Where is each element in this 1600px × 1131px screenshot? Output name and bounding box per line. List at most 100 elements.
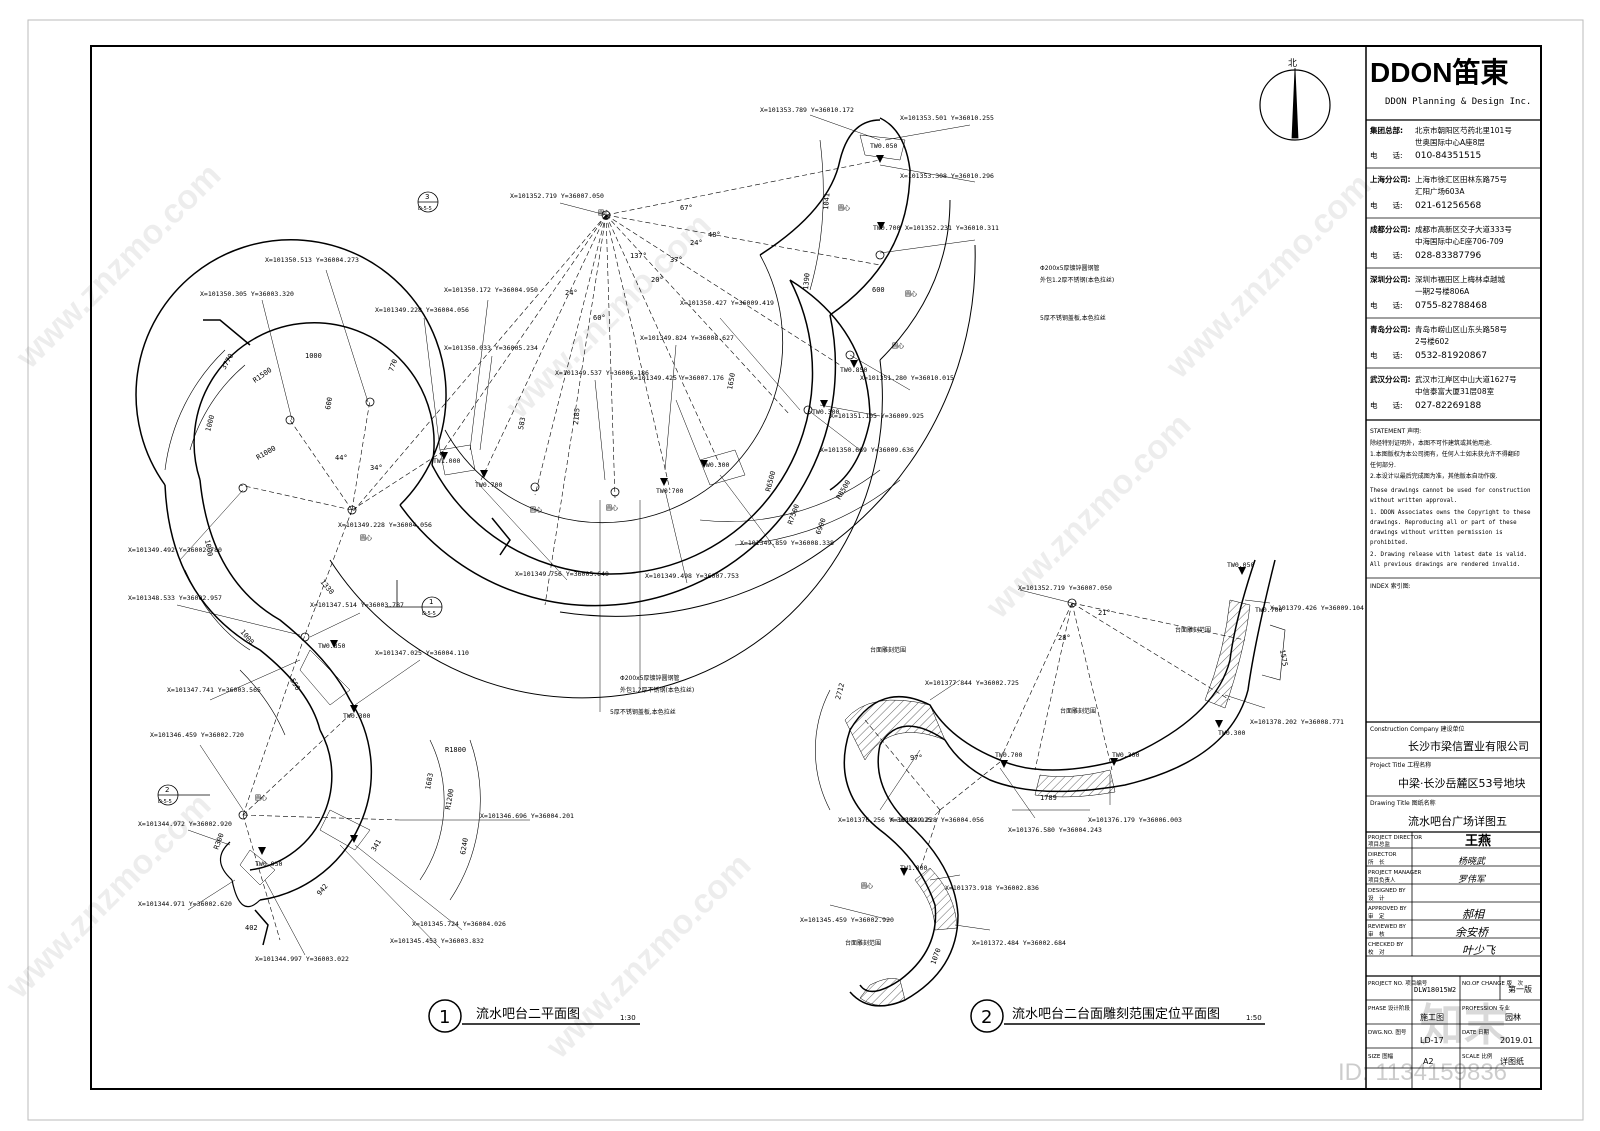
coord-label: X=101349.228 Y=36004.056 xyxy=(338,521,432,529)
roles-table: PROJECT DIRECTOR 项目总监 王燕 DIRECTOR 所 长 杨晓… xyxy=(1368,833,1497,957)
coord-label: X=101351.280 Y=36010.015 xyxy=(860,374,954,382)
svg-text:0755-82788468: 0755-82788468 xyxy=(1415,301,1487,311)
drawing-title: 流水吧台广场详图五 xyxy=(1408,814,1507,828)
svg-text:世奥国际中心A座8层: 世奥国际中心A座8层 xyxy=(1415,137,1485,147)
scale: 详图纸 xyxy=(1500,1056,1524,1066)
svg-text:60°: 60° xyxy=(593,314,606,322)
coord-label: X=101345.453 Y=36003.832 xyxy=(390,937,484,945)
size: A2 xyxy=(1423,1057,1434,1066)
svg-text:TW0.300: TW0.300 xyxy=(343,712,370,720)
svg-text:一期2号楼806A: 一期2号楼806A xyxy=(1415,286,1470,296)
svg-text:21°: 21° xyxy=(1098,609,1111,617)
svg-text:www.znzmo.com: www.znzmo.com xyxy=(1158,166,1378,386)
svg-text:余安桥: 余安桥 xyxy=(1455,926,1490,939)
svg-text:TW0.700: TW0.700 xyxy=(1255,606,1282,614)
svg-text:www.znzmo.com: www.znzmo.com xyxy=(978,406,1198,626)
svg-text:深圳市福田区上梅林卓越城: 深圳市福田区上梅林卓越城 xyxy=(1415,274,1505,284)
svg-text:青岛市崂山区山东头路58号: 青岛市崂山区山东头路58号 xyxy=(1415,324,1507,334)
svg-text:外包1.2厚不锈钢(本色拉丝): 外包1.2厚不锈钢(本色拉丝) xyxy=(1040,276,1114,284)
svg-text:圆心: 圆心 xyxy=(838,205,850,212)
svg-text:王燕: 王燕 xyxy=(1465,833,1491,849)
coord-label: X=101350.427 Y=36009.419 xyxy=(680,299,774,307)
svg-text:PROFESSION 专业: PROFESSION 专业 xyxy=(1462,1004,1510,1012)
coord-label: X=101347.514 Y=36003.787 xyxy=(310,601,404,609)
svg-text:审 定: 审 定 xyxy=(1368,912,1385,920)
svg-text:北京市朝阳区芍药北里101号: 北京市朝阳区芍药北里101号 xyxy=(1415,125,1512,135)
index-mark-1[interactable]: 3 D-5-5 xyxy=(417,191,439,213)
index-label: INDEX 索引图: xyxy=(1370,582,1411,590)
svg-text:任何部分.: 任何部分. xyxy=(1370,461,1396,469)
svg-text:TW0.050: TW0.050 xyxy=(1227,561,1254,569)
svg-text:TW0.700: TW0.700 xyxy=(656,487,683,495)
annotations: Φ200x5厚镀锌圆钢管 外包1.2厚不锈钢(本色拉丝) 5厚不锈钢盖板,本色拉… xyxy=(255,205,1211,947)
svg-text:电 话:: 电 话: xyxy=(1370,250,1403,260)
svg-text:汇阳广场603A: 汇阳广场603A xyxy=(1415,186,1465,196)
coord-label: X=101350.513 Y=36004.273 xyxy=(265,256,359,264)
svg-text:上海分公司:: 上海分公司: xyxy=(1370,174,1411,184)
svg-text:1.本图版权为本公司拥有，任何人士如未获允许不得翻印: 1.本图版权为本公司拥有，任何人士如未获允许不得翻印 xyxy=(1370,450,1520,458)
change-no: 第一版 xyxy=(1508,984,1532,994)
svg-text:583: 583 xyxy=(517,416,527,430)
svg-text:1650: 1650 xyxy=(726,372,737,390)
svg-text:1: 1 xyxy=(429,598,433,606)
svg-text:TW0.300: TW0.300 xyxy=(1112,751,1139,759)
date: 2019.01 xyxy=(1500,1036,1533,1045)
plan1-scale: 1:30 xyxy=(620,1014,636,1022)
index-mark-3[interactable]: 2 D-5-5 xyxy=(157,784,210,806)
svg-text:圆心: 圆心 xyxy=(892,343,904,350)
plan2-geometry xyxy=(815,559,1286,1007)
coord-label: X=101372.484 Y=36002.684 xyxy=(972,939,1066,947)
coord-label: X=101345.724 Y=36004.026 xyxy=(412,920,506,928)
svg-text:NO.OF CHANGE 版 次: NO.OF CHANGE 版 次 xyxy=(1462,979,1524,987)
svg-text:STATEMENT 声明:: STATEMENT 声明: xyxy=(1370,427,1421,435)
svg-text:电 话:: 电 话: xyxy=(1370,350,1403,360)
svg-text:www.znzmo.com: www.znzmo.com xyxy=(538,846,758,1066)
svg-text:1789: 1789 xyxy=(1040,794,1057,802)
svg-text:Construction Company 建设单位: Construction Company 建设单位 xyxy=(1370,725,1465,733)
svg-text:1. DDON Associates owns the Co: 1. DDON Associates owns the Copyright to… xyxy=(1370,510,1531,516)
svg-text:28°: 28° xyxy=(1058,634,1071,642)
coord-label: X=101344.972 Y=36002.920 xyxy=(138,820,232,828)
svg-text:028-83387796: 028-83387796 xyxy=(1415,251,1482,261)
plan1-title-text: 流水吧台二平面图 xyxy=(476,1007,580,1022)
coord-label: X=101349.756 Y=36005.640 xyxy=(515,570,609,578)
svg-text:罗伟军: 罗伟军 xyxy=(1458,874,1487,885)
coord-label: X=101352.719 Y=36007.050 xyxy=(1018,584,1112,592)
svg-text:PHASE 设计阶段: PHASE 设计阶段 xyxy=(1368,1004,1410,1012)
svg-text:杨晓武: 杨晓武 xyxy=(1458,856,1486,867)
coord-label: X=101344.971 Y=36002.620 xyxy=(138,900,232,908)
svg-text:深圳分公司:: 深圳分公司: xyxy=(1370,274,1411,284)
svg-text:TW0.050: TW0.050 xyxy=(870,142,897,150)
svg-text:1330: 1330 xyxy=(318,578,335,596)
svg-text:www.znzmo.com: www.znzmo.com xyxy=(0,786,218,1006)
coord-label: X=101352.231 Y=36010.311 xyxy=(905,224,999,232)
svg-text:2号楼602: 2号楼602 xyxy=(1415,336,1449,346)
coord-label: X=101349.498 Y=36007.753 xyxy=(645,572,739,580)
svg-text:3770: 3770 xyxy=(220,352,235,371)
svg-text:成都分公司:: 成都分公司: xyxy=(1370,224,1411,234)
coord-label: X=101352.719 Y=36007.050 xyxy=(510,192,604,200)
svg-text:电 话:: 电 话: xyxy=(1370,400,1403,410)
svg-text:台面雕刻范围: 台面雕刻范围 xyxy=(1175,626,1211,634)
svg-text:1000: 1000 xyxy=(305,352,322,360)
svg-text:R1200: R1200 xyxy=(444,788,456,810)
svg-text:1000: 1000 xyxy=(203,539,214,557)
svg-text:37°: 37° xyxy=(670,256,683,264)
coord-label: X=101376.179 Y=36006.003 xyxy=(1088,816,1182,824)
svg-text:D-5-5: D-5-5 xyxy=(422,611,436,617)
svg-text:5厚不锈钢盖板,本色拉丝: 5厚不锈钢盖板,本色拉丝 xyxy=(610,708,676,716)
svg-text:TW0.300: TW0.300 xyxy=(812,408,839,416)
north-arrow: 北 xyxy=(1259,58,1331,141)
title-block-text: DDON笛東 DDON Planning & Design Inc. 集团总部:… xyxy=(1368,57,1533,1066)
svg-text:所 长: 所 长 xyxy=(1368,858,1385,866)
svg-text:电 话:: 电 话: xyxy=(1370,200,1403,210)
svg-text:R1800: R1800 xyxy=(445,746,466,754)
svg-text:1070: 1070 xyxy=(929,947,942,966)
index-mark-2[interactable]: 1 D-5-5 xyxy=(385,580,443,618)
project-title: 中梁·长沙岳麓区53号地块 xyxy=(1398,776,1526,790)
svg-text:TW0.700: TW0.700 xyxy=(995,751,1022,759)
svg-text:圆心: 圆心 xyxy=(905,291,917,298)
svg-text:without written approval.: without written approval. xyxy=(1370,498,1457,504)
construction-company: 长沙市梁信置业有限公司 xyxy=(1408,739,1529,753)
svg-text:R300: R300 xyxy=(212,832,225,851)
